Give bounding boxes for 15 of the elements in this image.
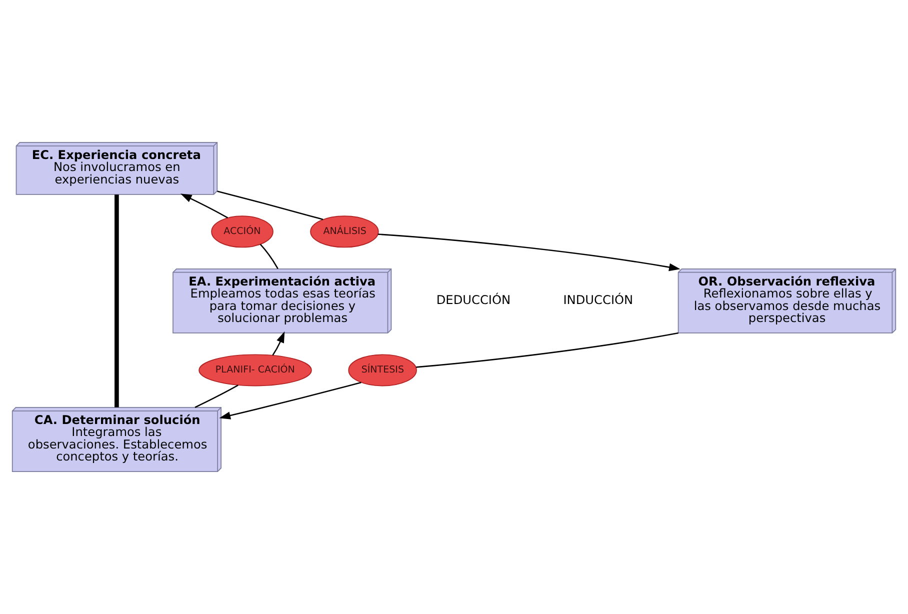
- node-ellipse: ANÁLISIS: [310, 216, 379, 248]
- arrow: [378, 234, 680, 272]
- connector: [416, 332, 678, 368]
- arrow: [272, 331, 285, 356]
- connector: [217, 190, 324, 220]
- node-ellipse: SÍNTESIS: [348, 354, 417, 386]
- label: INDUCCIÓN: [563, 293, 634, 308]
- connector: [260, 244, 278, 270]
- label: DEDUCCIÓN: [436, 293, 511, 308]
- node-ellipse: ACCIÓN: [211, 216, 274, 248]
- arrow: [180, 194, 228, 218]
- node-ellipse: PLANIFI- CACIÓN: [198, 354, 312, 386]
- arrow: [219, 382, 362, 420]
- connector: [194, 384, 238, 408]
- connector: [114, 194, 119, 408]
